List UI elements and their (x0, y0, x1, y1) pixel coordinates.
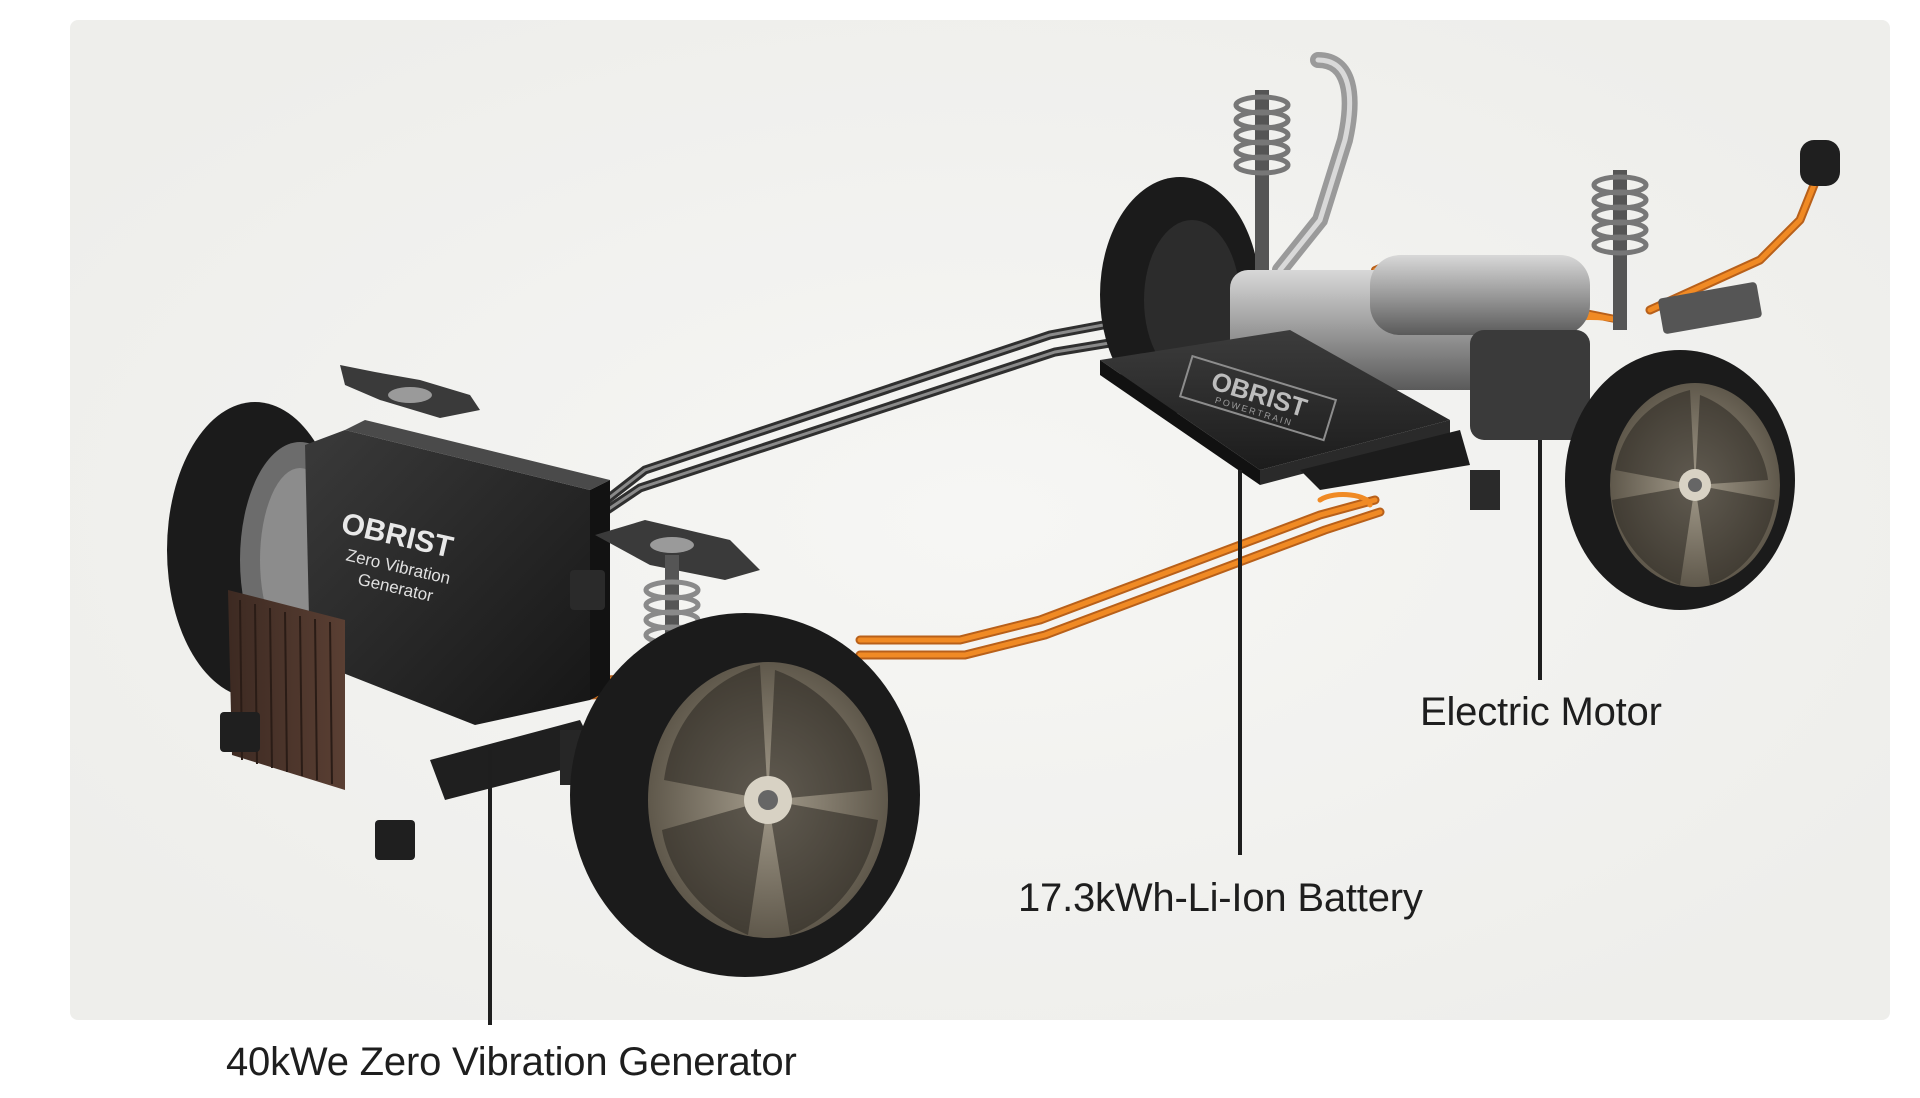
motor-label: Electric Motor (1420, 690, 1662, 734)
coil-spring-icon (595, 520, 760, 646)
generator-unit: OBRIST Zero Vibration Generator (305, 420, 610, 725)
wheel-icon (1565, 350, 1795, 610)
strut-mount (340, 365, 480, 418)
chassis-rails (580, 315, 1145, 530)
callout-leaders (488, 440, 1542, 1025)
battery-label: 17.3kWh-Li-Ion Battery (1018, 876, 1423, 920)
coil-spring-icon (1591, 170, 1649, 330)
coil-spring-icon (1233, 90, 1291, 270)
sensor-puck (1800, 140, 1840, 186)
battery-pack: OBRIST POWERTRAIN (1100, 330, 1470, 490)
wheel-icon (570, 613, 920, 977)
generator-label: 40kWe Zero Vibration Generator (226, 1040, 797, 1084)
